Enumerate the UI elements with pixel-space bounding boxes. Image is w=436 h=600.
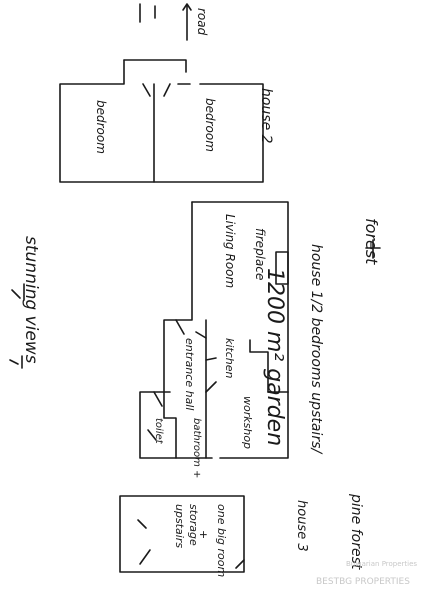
bedroom-right-label: bedroom (203, 98, 217, 152)
road-label: road (195, 8, 209, 36)
plus-label: + (197, 530, 210, 539)
toilet-label: toilet (153, 418, 164, 445)
arrow-icon (9, 283, 25, 369)
stunning-views-label: stunning views (21, 236, 41, 364)
house-3-label: house 3 (294, 500, 309, 552)
house-2-label: house 2 (258, 88, 274, 144)
fireplace-label: fireplace (253, 228, 267, 280)
garden-label: 1200 m² garden (262, 268, 287, 446)
pine-forest-label: pine forest (348, 493, 364, 570)
watermark-small: Bulgarian Properties (346, 560, 417, 568)
upstairs-label: upstairs (173, 504, 186, 548)
workshop-label: workshop (241, 396, 254, 449)
storage-label: storage (187, 504, 200, 546)
kitchen-label: kitchen (223, 338, 236, 379)
entrance-hall-label: entrance hall (183, 338, 196, 410)
living-room-label: Living Room (223, 214, 237, 288)
house-2-outline (59, 59, 264, 183)
house-3-outline (119, 495, 245, 573)
bathroom-label: bathroom + (191, 418, 202, 478)
one-big-room-label: one big room (215, 504, 228, 577)
road-marker (139, 3, 192, 41)
forest-label: forest (362, 218, 381, 265)
house-1-label: house 1/2 bedrooms upstairs/ (308, 244, 324, 454)
tree-icon (365, 239, 381, 259)
bedroom-left-label: bedroom (94, 100, 108, 154)
house-1-outline (139, 201, 289, 459)
watermark-large: BESTBG PROPERTIES (316, 577, 410, 587)
